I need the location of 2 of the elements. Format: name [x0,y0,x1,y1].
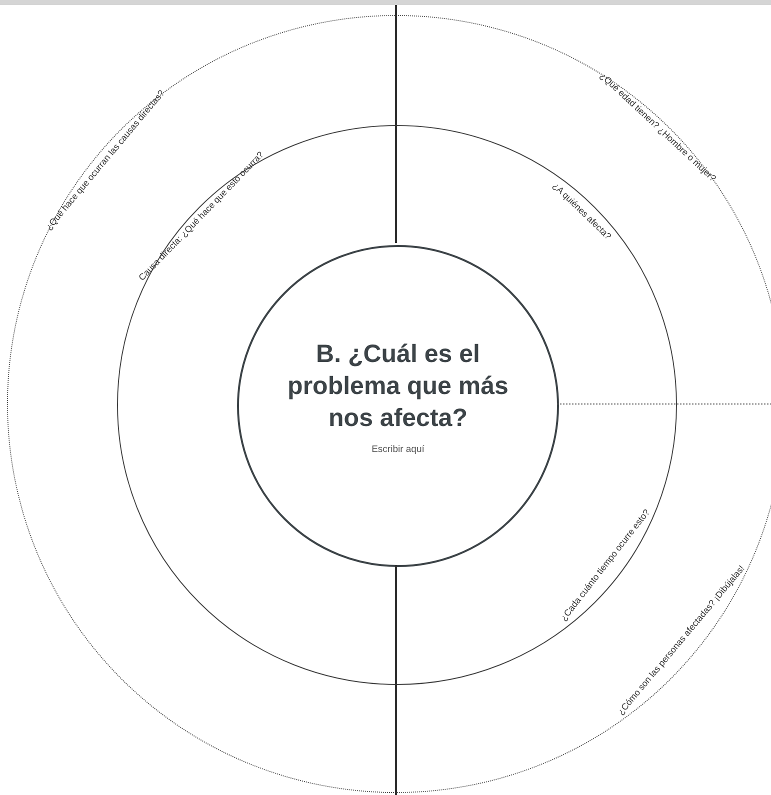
placeholder-text: Escribir aquí [372,444,424,454]
heading: B. ¿Cuál es el problema que más nos afecta? [286,338,510,434]
